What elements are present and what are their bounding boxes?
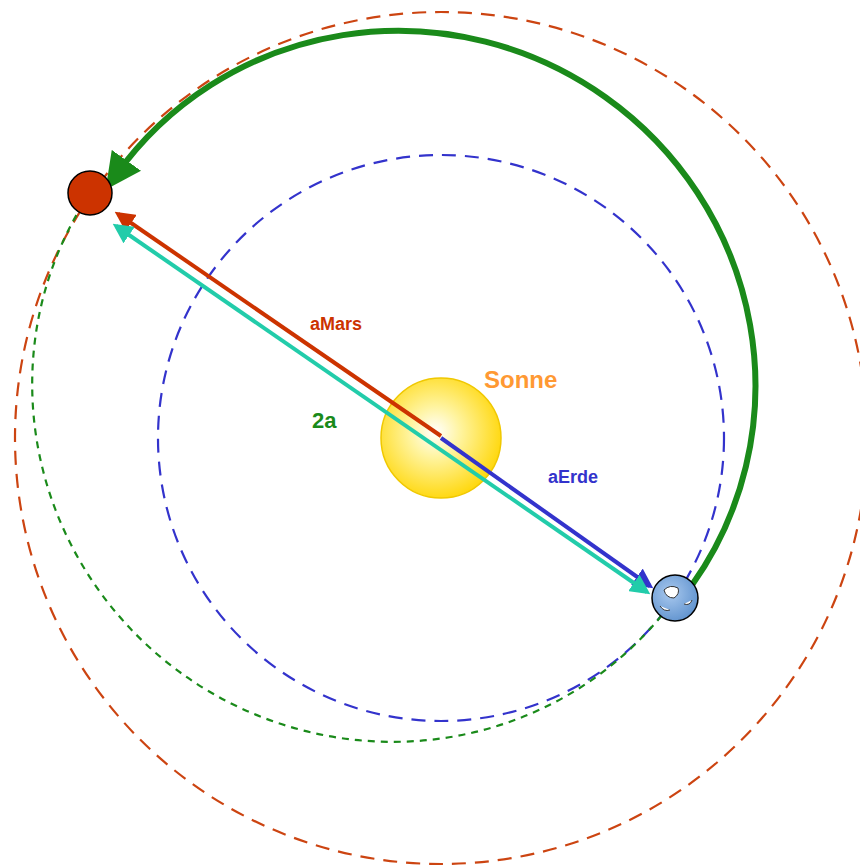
major-axis-label: 2a xyxy=(312,410,336,432)
transfer-arrow xyxy=(116,31,755,585)
major-axis-arrow xyxy=(116,226,647,592)
mars-planet xyxy=(68,171,112,215)
mars-orbit xyxy=(15,12,860,864)
sun-label: Sonne xyxy=(484,368,557,392)
earth-continents xyxy=(660,586,692,610)
transfer-orbit-half xyxy=(32,193,675,742)
mars-radius-arrow xyxy=(118,214,441,436)
mars-semi-axis-label: aMars xyxy=(310,315,362,333)
earth-radius-arrow xyxy=(441,438,650,586)
earth-semi-axis-label: aErde xyxy=(548,468,598,486)
earth-orbit xyxy=(158,155,724,721)
earth-planet xyxy=(652,575,698,621)
